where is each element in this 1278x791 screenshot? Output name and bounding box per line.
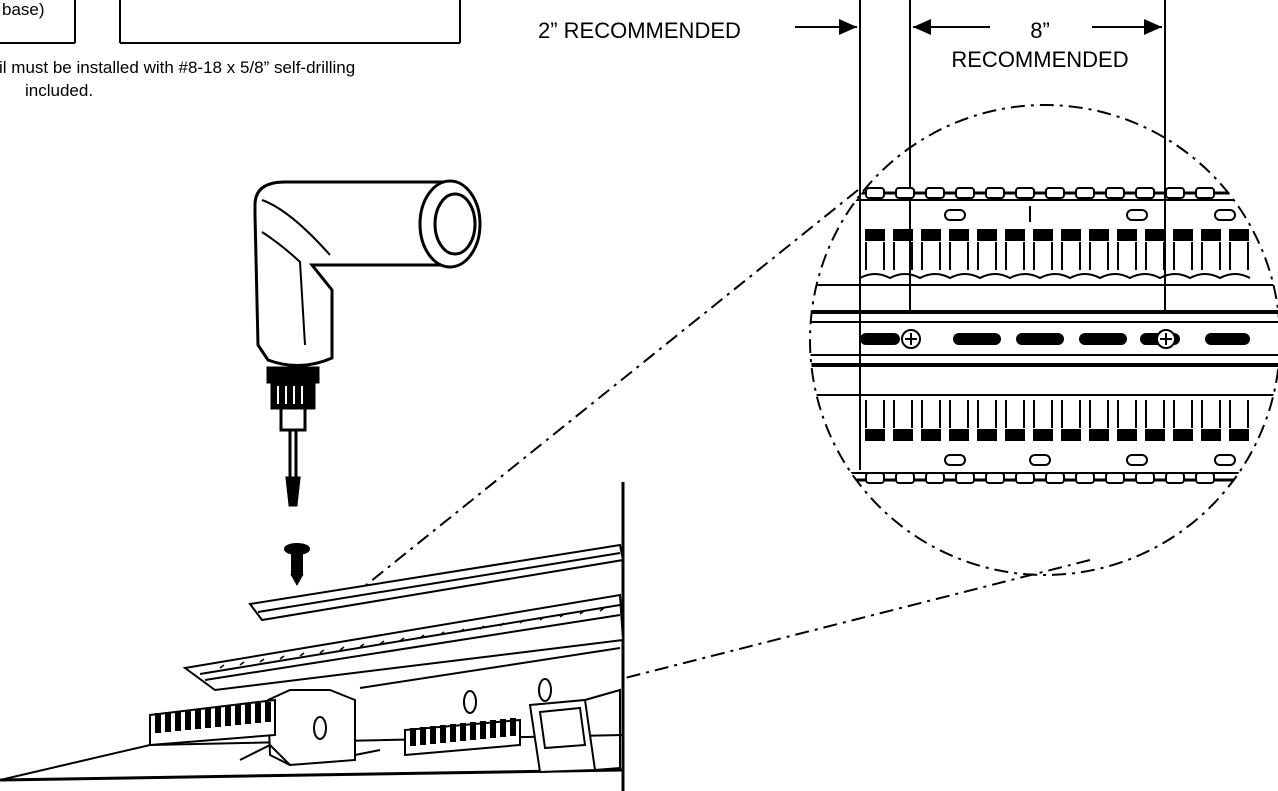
detail-zoom-circle: [809, 104, 1278, 576]
screw-head: [901, 329, 1176, 349]
dimension-2in-label: 2” RECOMMENDED: [538, 18, 741, 43]
rail-assembly: [0, 482, 625, 791]
screw-icon: [284, 543, 310, 587]
detail-leader-lines: [359, 189, 1091, 679]
note-line-2: included.: [25, 81, 93, 100]
top-left-boxes: [0, 0, 461, 44]
drill-icon: [253, 179, 482, 507]
note-line-1: il must be installed with #8-18 x 5/8” s…: [0, 58, 355, 77]
fragment-label: base): [2, 0, 45, 19]
dimension-8in-value: 8”: [1030, 18, 1050, 43]
dimension-8in-label: RECOMMENDED: [951, 47, 1128, 72]
